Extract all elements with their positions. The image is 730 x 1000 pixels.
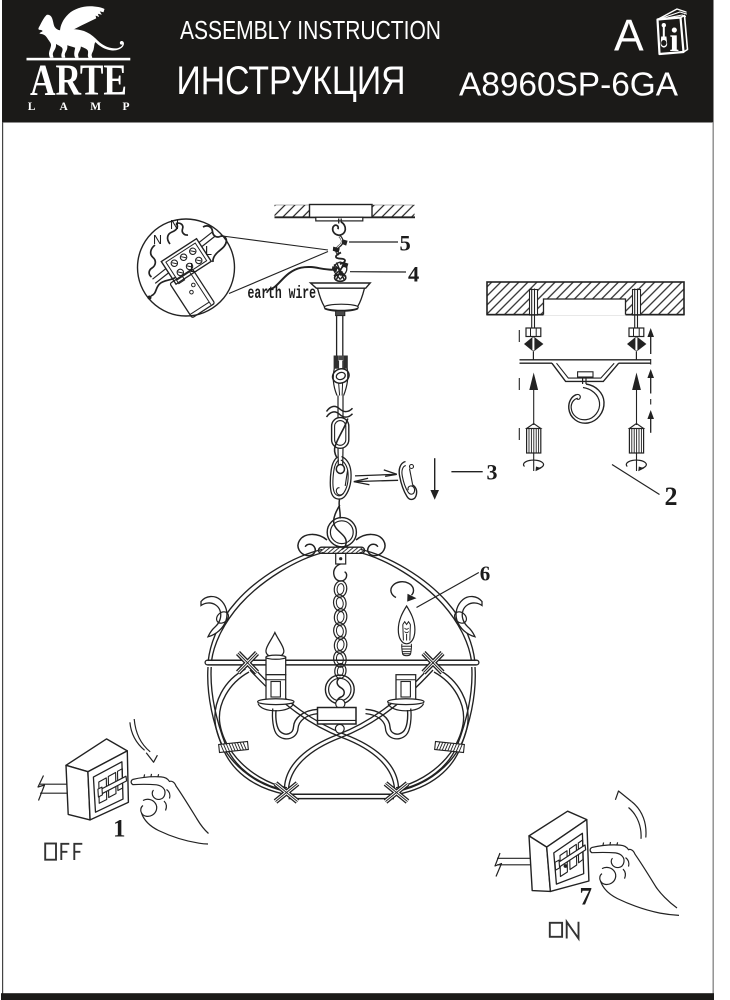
svg-text:N: N [170, 218, 179, 232]
svg-text:7: 7 [580, 884, 593, 911]
svg-text:earth wire: earth wire [248, 284, 317, 304]
svg-text:ИНСТРУКЦИЯ: ИНСТРУКЦИЯ [177, 59, 406, 103]
svg-text:1: 1 [113, 816, 126, 843]
svg-text:i: i [670, 22, 679, 59]
svg-text:N: N [153, 233, 162, 247]
svg-text:L: L [190, 261, 197, 275]
svg-text:3: 3 [487, 459, 498, 484]
svg-text:L: L [28, 101, 36, 113]
svg-text:ASSEMBLY INSTRUCTION: ASSEMBLY INSTRUCTION [180, 17, 441, 45]
svg-text:A: A [60, 101, 69, 113]
svg-text:A: A [614, 12, 644, 61]
svg-text:2: 2 [665, 482, 678, 511]
svg-text:6: 6 [480, 562, 491, 586]
svg-text:P: P [123, 101, 130, 113]
svg-text:5: 5 [400, 231, 411, 256]
svg-text:L: L [205, 244, 212, 258]
svg-text:M: M [90, 101, 101, 113]
svg-text:ARTE: ARTE [30, 56, 127, 105]
svg-text:A8960SP-6GA: A8960SP-6GA [459, 66, 678, 103]
svg-text:4: 4 [408, 262, 419, 287]
